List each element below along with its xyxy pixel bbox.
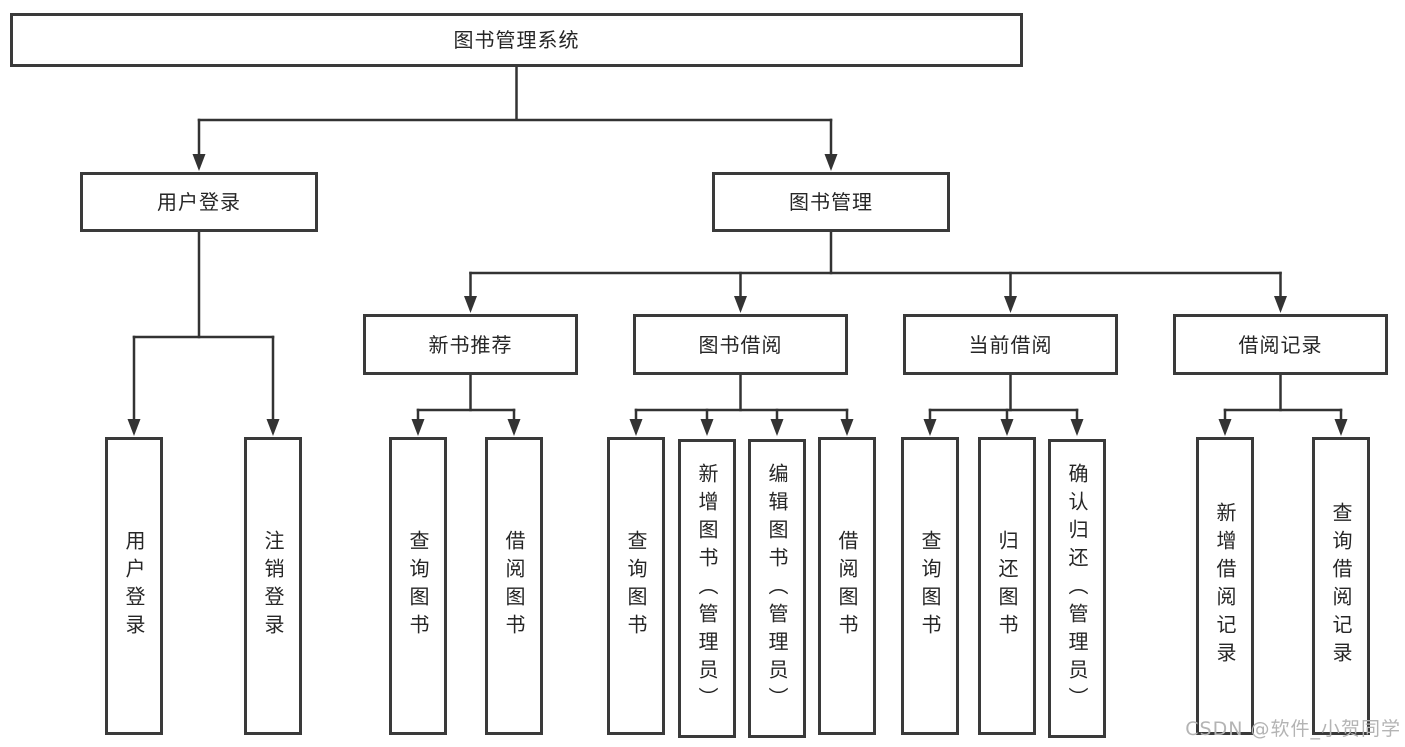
leaf-logout-login: 注销登录	[244, 437, 302, 735]
leaf-recommend-borrow-books: 借阅图书	[485, 437, 543, 735]
leaf-records-query-borrow-record: 查询借阅记录	[1312, 437, 1370, 735]
leaf-borrow-query-books: 查询图书	[607, 437, 665, 735]
node-current-borrow: 当前借阅	[903, 314, 1118, 375]
node-book-management: 图书管理	[712, 172, 950, 232]
node-root-library-system: 图书管理系统	[10, 13, 1023, 67]
node-user-login: 用户登录	[80, 172, 318, 232]
leaf-borrow-add-books-admin: 新增图书（管理员）	[678, 439, 736, 738]
node-new-book-recommend: 新书推荐	[363, 314, 578, 375]
leaf-records-add-borrow-record: 新增借阅记录	[1196, 437, 1254, 735]
node-borrow-records: 借阅记录	[1173, 314, 1388, 375]
leaf-user-login: 用户登录	[105, 437, 163, 735]
leaf-current-query-books: 查询图书	[901, 437, 959, 735]
leaf-current-confirm-return-admin: 确认归还（管理员）	[1048, 439, 1106, 738]
leaf-current-return-books: 归还图书	[978, 437, 1036, 735]
leaf-borrow-borrow-books: 借阅图书	[818, 437, 876, 735]
leaf-borrow-edit-books-admin: 编辑图书（管理员）	[748, 439, 806, 738]
node-book-borrow: 图书借阅	[633, 314, 848, 375]
leaf-recommend-query-books: 查询图书	[389, 437, 447, 735]
csdn-watermark: CSDN @软件_小贺同学	[1185, 718, 1401, 740]
